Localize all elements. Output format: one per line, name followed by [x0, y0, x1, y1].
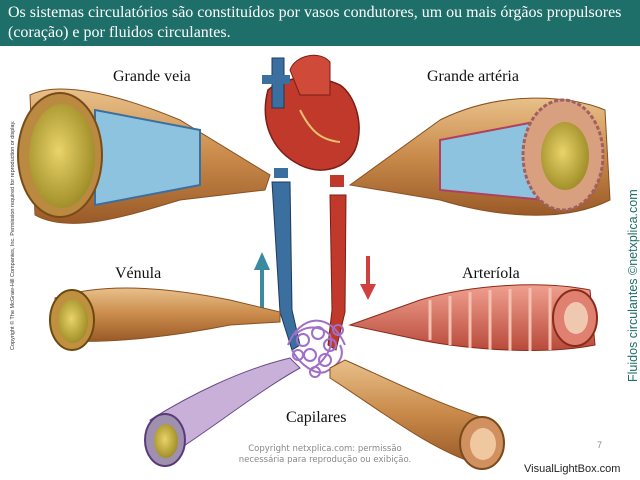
down-arrow: [360, 256, 376, 300]
label-grande-veia: Grande veia: [113, 68, 191, 85]
capillary-segment-left: [144, 357, 301, 467]
footer-note: Copyright netxplica.com: permissão neces…: [210, 444, 440, 466]
up-arrow: [254, 252, 270, 310]
footer-note-line2: necessária para reprodução ou exibição.: [238, 455, 412, 465]
heart: [262, 54, 360, 171]
label-venula: Vénula: [115, 265, 162, 282]
footer-note-line1: Copyright netxplica.com: permissão: [248, 444, 402, 454]
label-capilares: Capilares: [286, 409, 347, 426]
banner-text: Os sistemas circulatórios são constituíd…: [8, 4, 622, 41]
capillary-network: [287, 319, 346, 378]
artery-tube: [327, 175, 347, 351]
arteriole: [348, 284, 598, 351]
venule: [49, 287, 281, 351]
title-banner: Os sistemas circulatórios são constituíd…: [0, 0, 640, 46]
label-grande-arteria: Grande artéria: [427, 68, 519, 85]
vertical-copyright: Copyright © The McGraw-Hill Companies, I…: [10, 120, 16, 350]
capillary-segment-right: [329, 359, 505, 470]
label-arteriola: Arteríola: [462, 265, 520, 282]
watermark[interactable]: VisualLightBox.com: [524, 463, 621, 475]
side-credit: Fluidos circulantes ©netxplica.com: [626, 189, 640, 382]
page-number: 7: [597, 440, 603, 450]
great-vein: [17, 88, 271, 224]
great-artery: [348, 97, 611, 216]
